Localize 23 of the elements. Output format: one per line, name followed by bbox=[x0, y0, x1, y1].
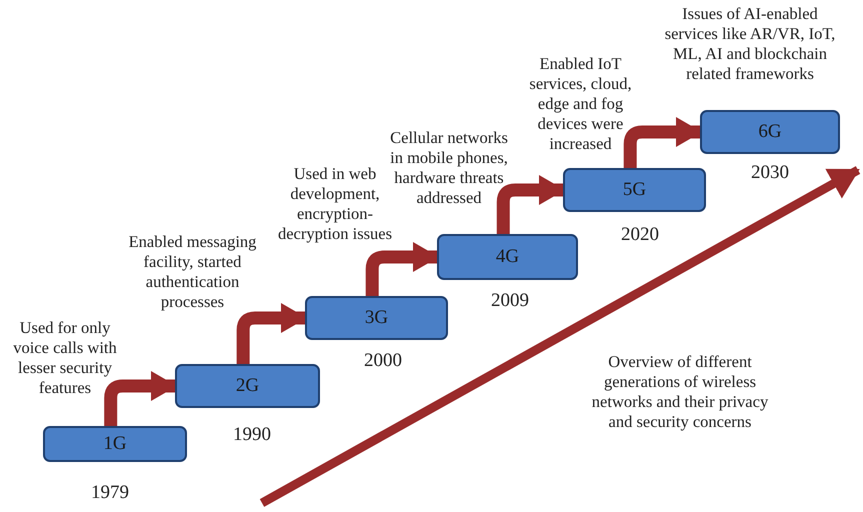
description-text: Used for only voice calls with lesser security features bbox=[12, 318, 118, 398]
generation-box: 3G bbox=[305, 296, 448, 340]
description-text: Cellular networks in mobile phones, hardware threats addressed bbox=[389, 128, 509, 208]
year-label: 1990 bbox=[232, 424, 272, 446]
curved-arrow bbox=[366, 242, 439, 296]
year-label: 2009 bbox=[490, 290, 530, 312]
curved-arrow bbox=[104, 371, 177, 426]
curved-arrow bbox=[496, 175, 565, 234]
generation-box: 2G bbox=[175, 364, 320, 408]
description-text: Issues of AI-enabled services like AR/VR, IoT, ML, AI and blockchain related frameworks bbox=[664, 4, 836, 84]
generation-box: 6G bbox=[700, 110, 840, 154]
description-text: Enabled IoT services, cloud, edge and fog devices were increased bbox=[528, 54, 633, 154]
description-text: Enabled messaging facility, started authentication processes bbox=[128, 232, 258, 312]
year-label: 1979 bbox=[90, 482, 130, 504]
generation-box: 1G bbox=[43, 426, 187, 462]
curved-arrow bbox=[236, 303, 307, 364]
year-label: 2000 bbox=[363, 350, 403, 372]
year-label: 2020 bbox=[620, 224, 660, 246]
generation-box: 5G bbox=[563, 168, 706, 212]
curved-arrow bbox=[624, 117, 702, 168]
note-text: Overview of different generations of wireless networks and their privacy and security concerns bbox=[590, 352, 770, 432]
year-label: 2030 bbox=[750, 162, 790, 184]
generation-box: 4G bbox=[437, 234, 578, 280]
